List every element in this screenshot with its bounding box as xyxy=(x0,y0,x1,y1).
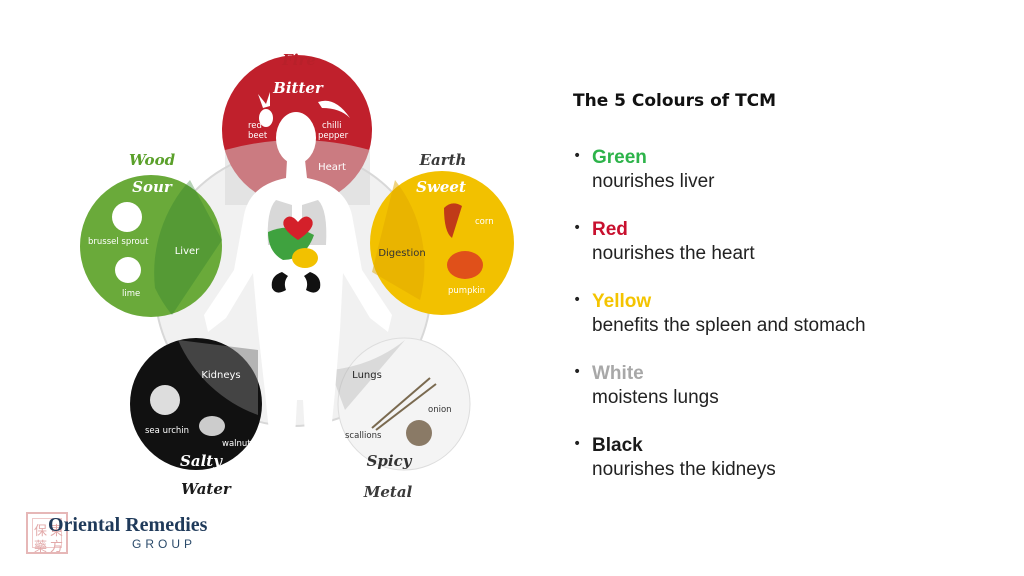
onion-icon xyxy=(406,420,432,446)
heart-icon xyxy=(283,216,313,240)
kidney-icon-right xyxy=(304,272,321,293)
food-label-scallions: scallions xyxy=(345,431,382,441)
list-item-black: • Black nourishes the kidneys xyxy=(573,434,866,506)
stomach-icon xyxy=(292,248,318,268)
bullet: • xyxy=(573,148,582,164)
scallions-icon xyxy=(371,377,437,431)
food-label-red-beet-2: beet xyxy=(248,131,268,141)
food-label-corn: corn xyxy=(475,217,494,227)
beet-icon xyxy=(258,92,273,127)
logo-group-text: GROUP xyxy=(132,537,197,551)
five-elements-diagram: Bitter red beet chilli pepper Heart Fire… xyxy=(80,51,514,528)
fire-taste-label: Bitter xyxy=(272,79,324,97)
food-label-chilli-pepper: chilli xyxy=(322,121,342,131)
organ-label-liver: Liver xyxy=(175,246,200,257)
food-label-red-beet: red xyxy=(248,121,262,131)
earth-taste-label: Sweet xyxy=(416,178,466,196)
logo-brand-text: Oriental Remedies xyxy=(48,514,208,536)
metal-element-label: Metal xyxy=(363,483,413,501)
bullet: • xyxy=(573,220,582,236)
colour-name-black: Black xyxy=(592,435,643,456)
colour-name-green: Green xyxy=(592,147,647,168)
water-element-label: Water xyxy=(181,480,232,498)
list-item-red: • Red nourishes the heart xyxy=(573,218,866,290)
fire-element-label: Fire xyxy=(281,51,316,69)
water-taste-label: Salty xyxy=(180,452,223,470)
metal-taste-label: Spicy xyxy=(367,452,413,470)
bullet: • xyxy=(573,292,582,308)
colour-desc-red: nourishes the heart xyxy=(592,243,755,264)
colour-desc-yellow: benefits the spleen and stomach xyxy=(592,315,866,336)
wood-circle: Sour brussel sprout lime Liver xyxy=(80,175,222,317)
list-item-white: • White moistens lungs xyxy=(573,362,866,434)
list-item-yellow: • Yellow benefits the spleen and stomach xyxy=(573,290,866,362)
organs-illustration xyxy=(267,200,327,293)
food-label-brussel-sprout: brussel sprout xyxy=(88,237,149,247)
colour-desc-white: moistens lungs xyxy=(592,387,719,408)
earth-circle: Sweet corn pumpkin Digestion xyxy=(370,171,514,315)
metal-circle: Lungs scallions onion Spicy xyxy=(330,337,471,471)
organ-label-heart: Heart xyxy=(318,162,346,173)
company-logo: 保東 藥方 Oriental Remedies GROUP xyxy=(26,512,226,558)
sea-urchin-icon xyxy=(150,385,180,415)
food-label-sea-urchin: sea urchin xyxy=(145,426,189,436)
earth-element-label: Earth xyxy=(419,151,467,169)
colour-list: • Green nourishes liver • Red nourishes … xyxy=(573,146,866,506)
brussel-sprout-icon xyxy=(112,202,142,232)
organ-label-kidneys: Kidneys xyxy=(201,370,240,381)
corn-icon xyxy=(444,203,462,238)
bullet: • xyxy=(573,364,582,380)
food-label-walnut: walnut xyxy=(222,439,251,449)
wood-taste-label: Sour xyxy=(132,178,173,196)
colour-name-red: Red xyxy=(592,219,628,240)
organ-label-digestion: Digestion xyxy=(378,248,425,259)
wood-element-label: Wood xyxy=(129,151,176,169)
food-label-lime: lime xyxy=(122,289,140,299)
list-item-green: • Green nourishes liver xyxy=(573,146,866,218)
colour-name-white: White xyxy=(592,363,644,384)
slide-title: The 5 Colours of TCM xyxy=(573,91,777,111)
kidney-icon-left xyxy=(271,272,288,293)
seal-icon: 保東 藥方 xyxy=(26,512,68,555)
colour-name-yellow: Yellow xyxy=(592,291,652,312)
colour-desc-green: nourishes liver xyxy=(592,171,715,192)
bullet: • xyxy=(573,436,582,452)
water-circle: Kidneys sea urchin walnut Salty xyxy=(130,338,262,470)
organ-label-lungs: Lungs xyxy=(352,370,382,381)
chilli-pepper-icon xyxy=(318,100,350,118)
walnut-icon xyxy=(199,416,225,436)
food-label-pumpkin: pumpkin xyxy=(448,286,485,296)
pumpkin-icon xyxy=(447,251,483,279)
lime-icon xyxy=(115,257,141,283)
food-label-chilli-pepper-2: pepper xyxy=(318,131,349,141)
food-label-onion: onion xyxy=(428,405,452,415)
colour-desc-black: nourishes the kidneys xyxy=(592,459,776,480)
human-silhouette xyxy=(204,112,392,528)
